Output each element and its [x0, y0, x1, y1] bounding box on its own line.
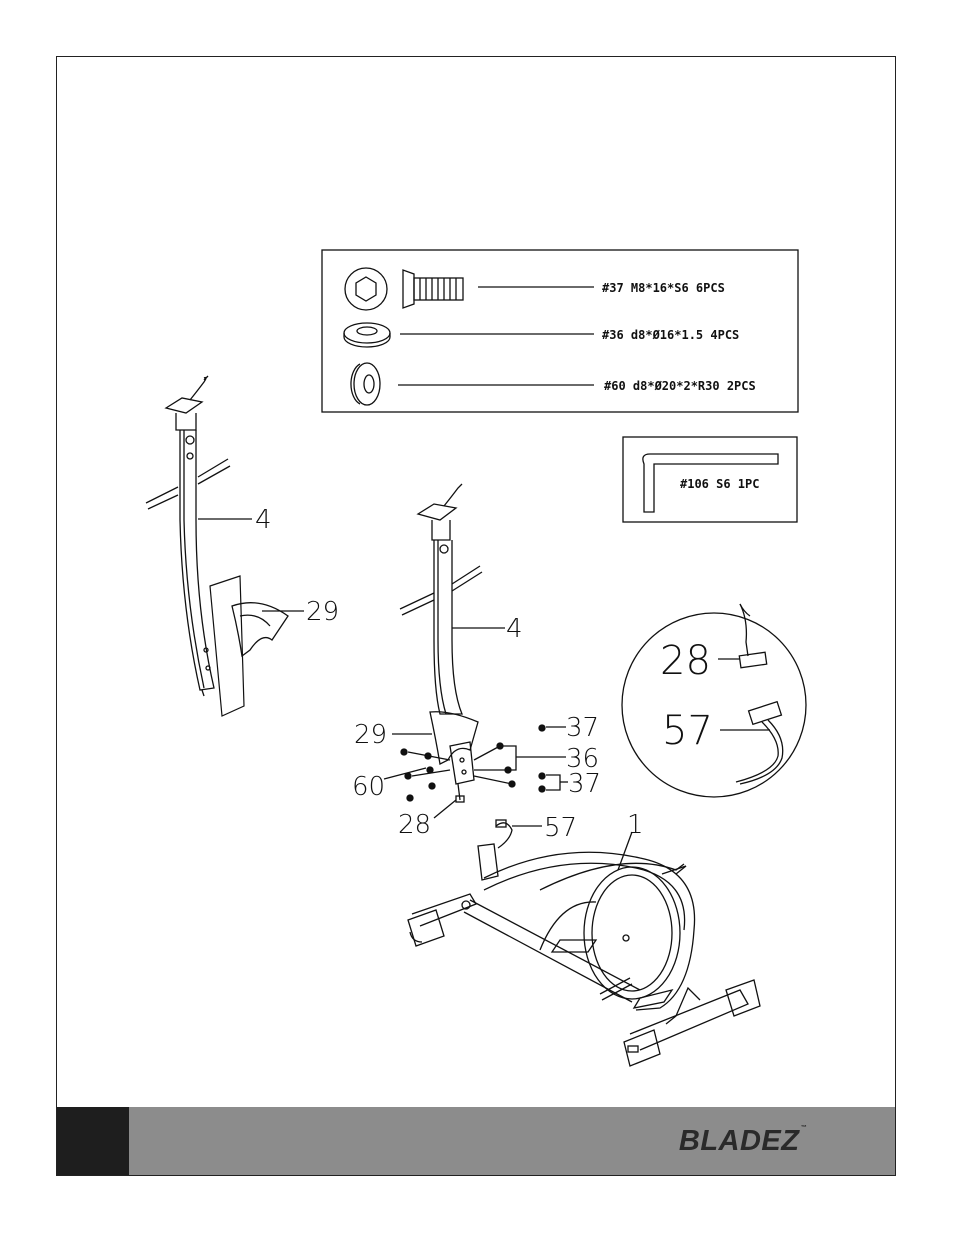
flywheel-cover: [583, 866, 681, 1000]
cable-upper-callout: 28: [398, 810, 431, 840]
main-post-assembly: 4 29 37 36 37 60: [352, 483, 601, 840]
tool-label: #106 S6 1PC: [680, 477, 759, 491]
left-post-callout: 4: [255, 505, 272, 535]
hex-socket-icon: [355, 276, 377, 302]
connector-28-icon: [738, 651, 768, 669]
main-cover-callout: 29: [354, 720, 387, 750]
hardware-label-37: #37 M8*16*S6 6PCS: [602, 281, 725, 295]
left-cover-callout: 29: [306, 597, 339, 627]
cable-lower-callout: 57: [544, 813, 577, 843]
washer-callout: 36: [566, 744, 599, 774]
curved-washer-icon: [350, 362, 381, 406]
flat-washer-icon: [343, 322, 391, 348]
hardware-label-36: #36 d8*Ø16*1.5 4PCS: [602, 328, 739, 342]
bolt-head-icon: [344, 267, 388, 311]
footer-bar: BLADEZ™: [57, 1107, 895, 1175]
brand-name: BLADEZ: [678, 1125, 800, 1157]
frame-callout: 1: [627, 810, 644, 840]
trademark-mark: ™: [800, 1125, 807, 1131]
main-console-plate: [416, 503, 458, 521]
curved-washer-callout: 60: [352, 772, 385, 802]
page-number-block: [57, 1107, 129, 1175]
main-frame-assembly: 57 1: [407, 810, 761, 1067]
left-console-plate: [164, 397, 204, 414]
left-cover-assembly: 29: [209, 575, 339, 717]
connector-57-icon: [747, 700, 783, 726]
detail-upper-callout: 28: [660, 638, 711, 684]
left-post-assembly: 4: [145, 375, 272, 697]
bolt-bottom-callout: 37: [568, 769, 601, 799]
hardware-box: #37 M8*16*S6 6PCS #36 d8*Ø16*1.5 4PCS #6…: [321, 249, 799, 413]
allen-key-icon: [642, 453, 779, 513]
bolt-icon: [402, 269, 464, 309]
brand-logo: BLADEZ™: [679, 1125, 807, 1158]
page-frame: [56, 56, 896, 1176]
main-post-callout: 4: [506, 614, 523, 644]
bolt-top-callout: 37: [566, 713, 599, 743]
connector-detail: 28 57: [621, 603, 807, 798]
hardware-label-60: #60 d8*Ø20*2*R30 2PCS: [604, 379, 756, 393]
tool-box: #106 S6 1PC: [622, 436, 798, 523]
detail-lower-callout: 57: [662, 708, 713, 754]
